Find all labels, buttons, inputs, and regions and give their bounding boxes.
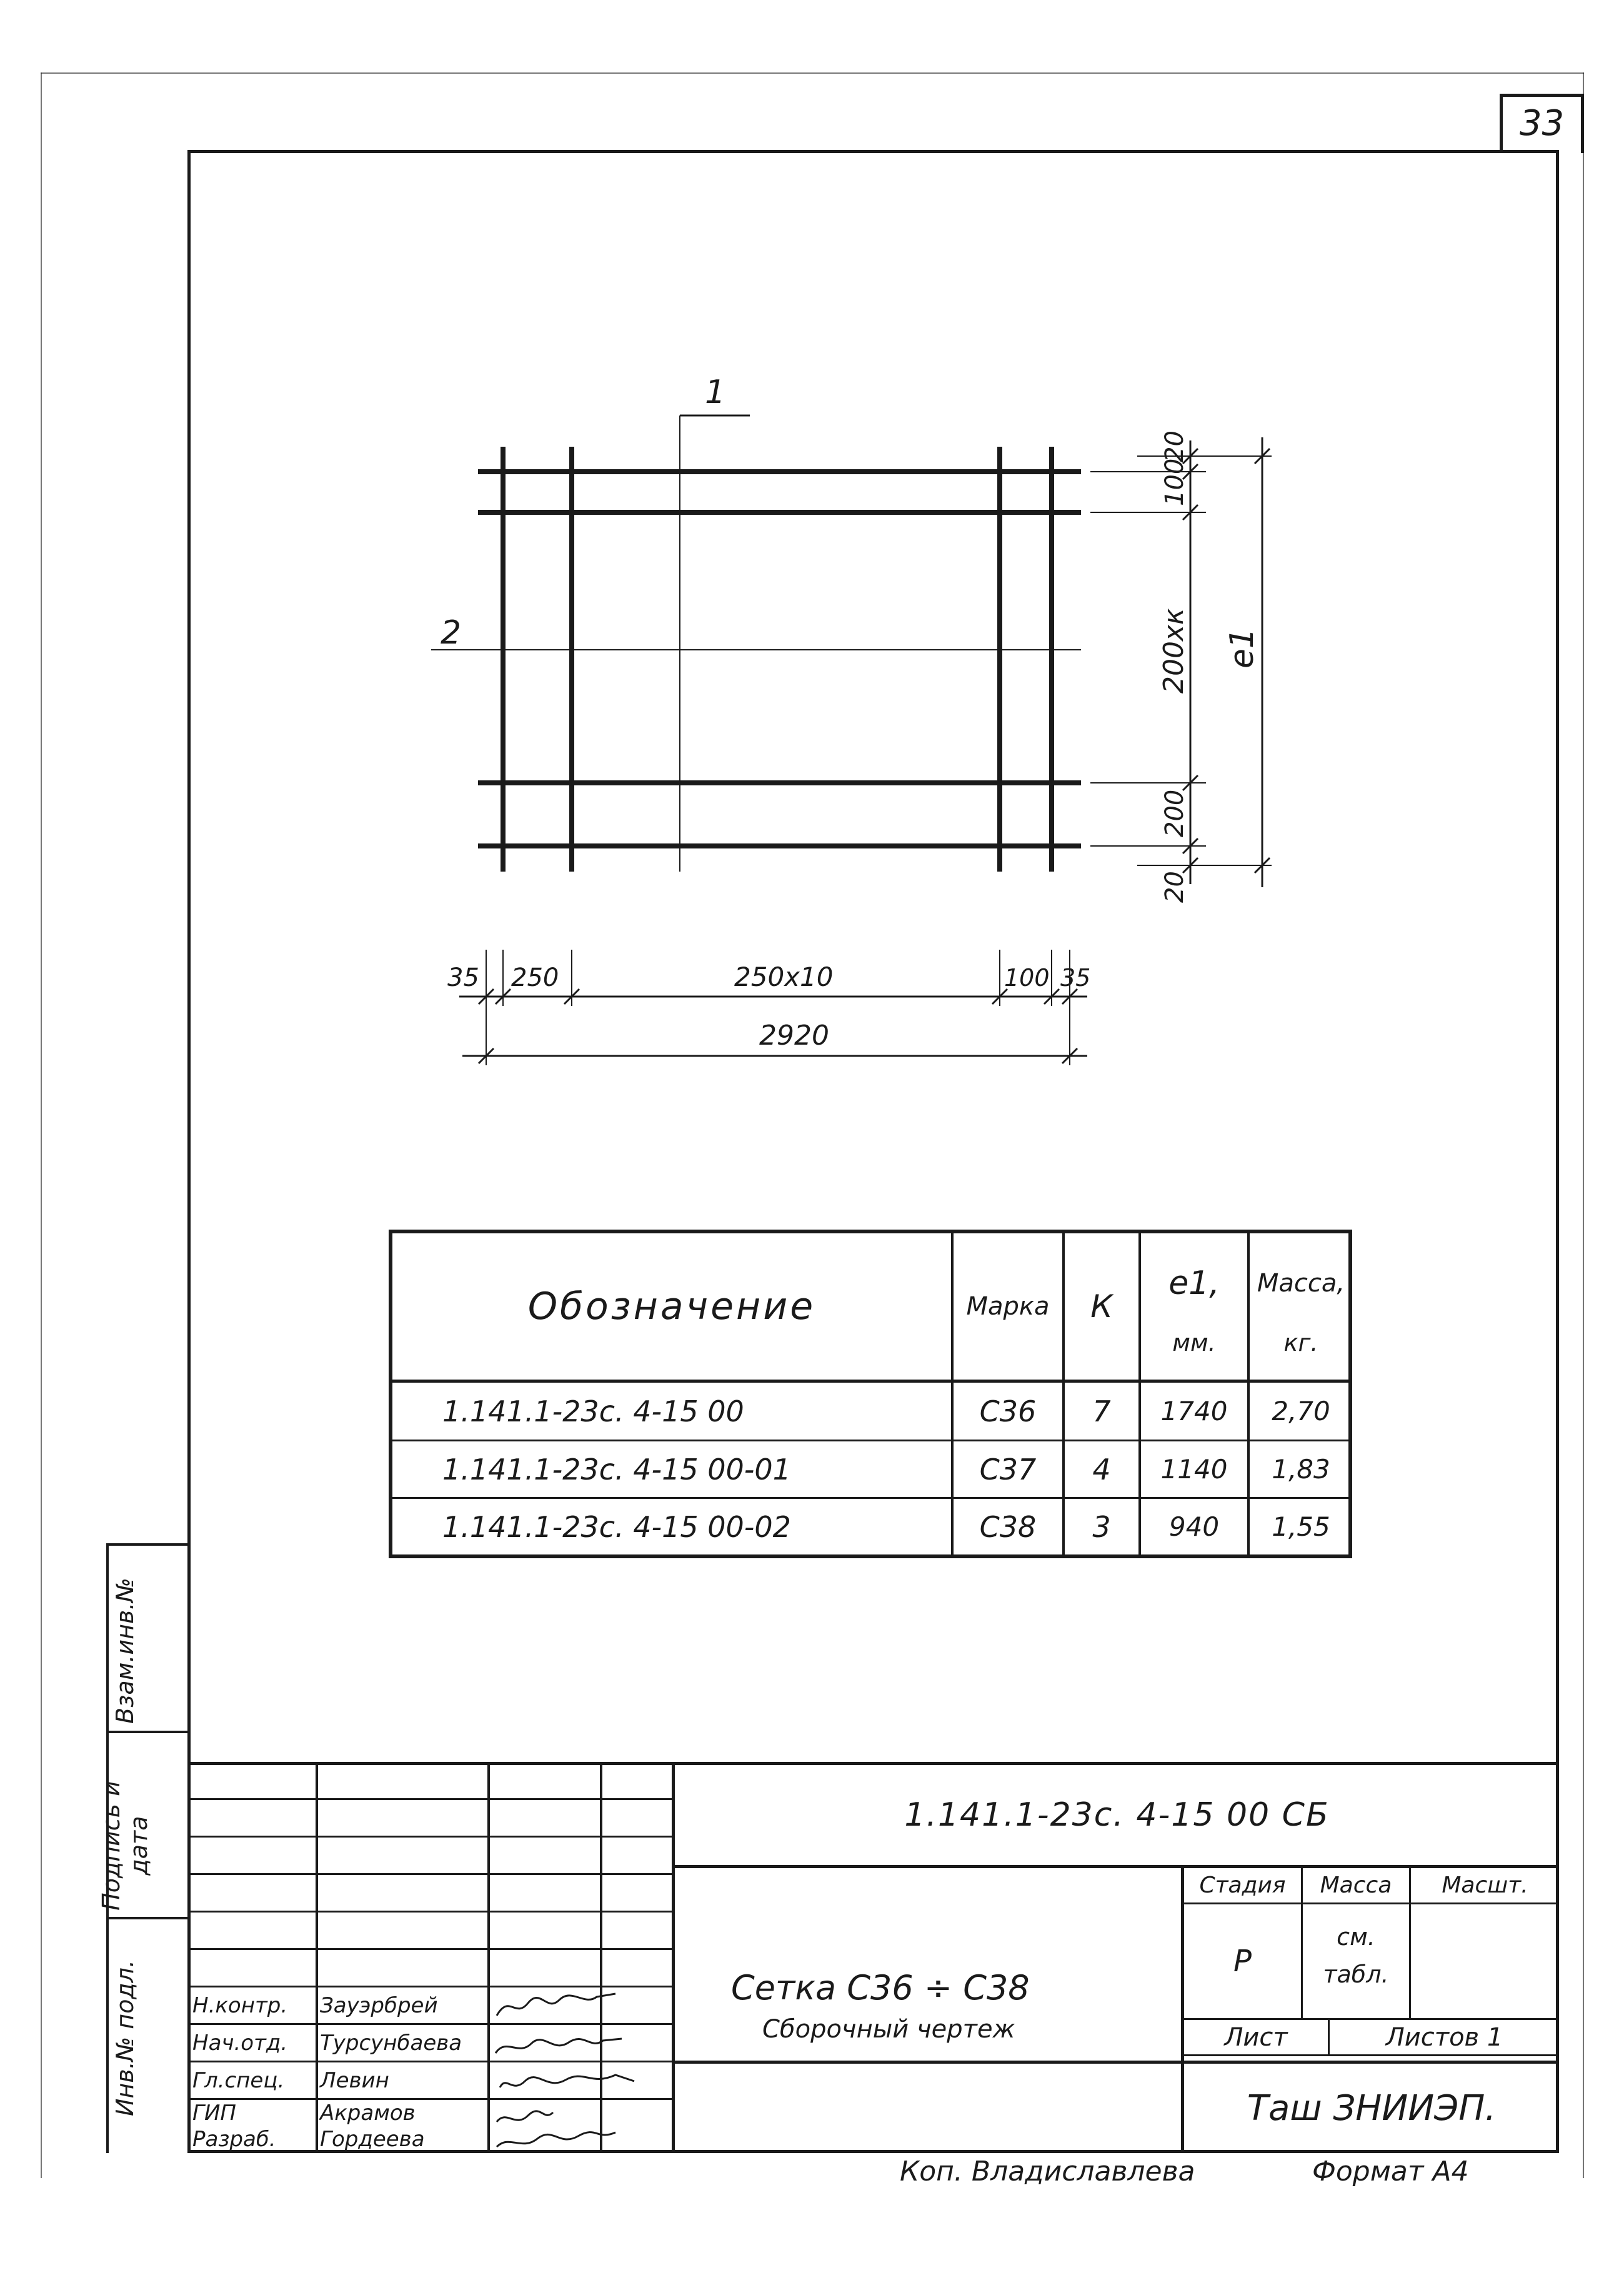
callout-2: 2 (441, 614, 461, 652)
frame-left (187, 150, 191, 2153)
dim-h-35-right: 35 (1060, 964, 1090, 992)
table-row-2-k: 4 (1092, 1452, 1111, 1486)
mass-value-2: табл. (1323, 1961, 1389, 1988)
header-mass-unit: кг. (1283, 1329, 1318, 1356)
side-vzam-inv: Взам.инв.№ (111, 1578, 139, 1724)
dim-h-35-left: 35 (447, 963, 479, 992)
sheet-number: 33 (1519, 103, 1565, 144)
title-block: 1.141.1-23с. 4-15 00 СБ Сетка С36 ÷ С38 … (187, 1762, 1559, 2153)
mesh-drawing: 1 2 20 100 200хк 200 20 e1 35 250 250х10… (431, 374, 1272, 1065)
callout-1: 1 (705, 374, 725, 411)
dim-e1: e1 (1223, 628, 1261, 669)
dim-v-200k: 200хк (1158, 608, 1190, 694)
side-inv-no-orig: Инв.№ подл. (111, 1959, 139, 2117)
role-razrab: Разраб. (192, 2127, 276, 2152)
signatures (494, 1992, 635, 2148)
header-mark: Марка (966, 1292, 1050, 1321)
header-e1-unit: мм. (1172, 1329, 1216, 1356)
signature-3 (499, 2074, 635, 2088)
table-row-1-k: 7 (1092, 1394, 1111, 1428)
stage-label: Стадия (1199, 1873, 1286, 1898)
signature-5 (496, 2131, 616, 2148)
table-row-2-mass: 1,83 (1272, 1454, 1330, 1485)
role-gip: ГИП (192, 2101, 236, 2126)
header-k: К (1090, 1288, 1113, 1325)
name-razrab: Гордеева (320, 2127, 425, 2152)
dim-v-20-top: 20 (1160, 430, 1189, 462)
drawing-subtitle: Сборочный чертеж (762, 2015, 1015, 2044)
organization: Таш ЗНИИЭП. (1247, 2088, 1497, 2129)
sheet-edge-left (41, 72, 42, 2178)
dim-v-200: 200 (1160, 790, 1189, 837)
table-row-1-designation: 1.141.1-23с. 4-15 00 (442, 1394, 744, 1428)
table-row-1-mass: 2,70 (1272, 1396, 1330, 1426)
sheet-edge-top (41, 72, 1584, 74)
table-row-3-designation: 1.141.1-23с. 4-15 00-02 (442, 1510, 791, 1544)
signature-4 (496, 2110, 554, 2122)
table-row-3-mass: 1,55 (1272, 1511, 1330, 1542)
role-gl-spec: Гл.спец. (192, 2067, 285, 2093)
table-row-3-mark: С38 (979, 1510, 1037, 1544)
frame-top (187, 150, 1559, 153)
role-nach-otd: Нач.отд. (192, 2030, 288, 2056)
name-nach-otd: Турсунбаева (320, 2030, 462, 2056)
sheet-number-box: 33 (1500, 94, 1584, 153)
spec-table: Обозначение Марка К e1, мм. Масса, кг. 1… (389, 1230, 1352, 1558)
header-mass: Масса, (1257, 1269, 1345, 1298)
scale-label: Масшт. (1442, 1873, 1528, 1898)
table-row-2-mark: С37 (979, 1452, 1037, 1486)
header-designation: Обозначение (527, 1285, 816, 1328)
dim-v-100: 100 (1160, 459, 1189, 506)
sheet-label: Лист (1224, 2022, 1288, 2052)
name-gl-spec: Левин (320, 2067, 389, 2093)
mass-label: Масса (1320, 1873, 1392, 1898)
table-row-1-mark: С36 (979, 1394, 1037, 1428)
stage-value: Р (1233, 1944, 1252, 1979)
name-gip: Акрамов (320, 2101, 416, 2126)
table-row-2-e1: 1140 (1160, 1454, 1228, 1485)
frame-right (1556, 150, 1559, 2153)
drawing-title: Сетка С36 ÷ С38 (731, 1968, 1030, 2007)
signature-1 (496, 1992, 616, 2016)
table-row-3-e1: 940 (1168, 1511, 1220, 1542)
side-stamp: Взам.инв.№ Подпись и дата Инв.№ подл. (97, 1543, 191, 2153)
table-row-1-e1: 1740 (1160, 1396, 1228, 1426)
doc-code: 1.141.1-23с. 4-15 00 СБ (904, 1796, 1330, 1834)
dim-h-250: 250 (511, 963, 559, 992)
footer-format: Формат А4 (1312, 2156, 1469, 2187)
dim-v-20-bottom: 20 (1160, 871, 1189, 903)
header-e1: e1, (1168, 1265, 1220, 1302)
name-n-kontr: Зауэрбрей (320, 1992, 438, 2018)
table-row-3-k: 3 (1092, 1510, 1111, 1544)
signature-2 (494, 2037, 622, 2054)
footer-copied: Коп. Владиславлева (900, 2156, 1195, 2187)
table-row-2-designation: 1.141.1-23с. 4-15 00-01 (442, 1452, 791, 1486)
sheets-label: Листов 1 (1385, 2022, 1503, 2052)
dim-total: 2920 (759, 1020, 829, 1052)
side-sign-date: Подпись и дата (97, 1781, 152, 1911)
dim-h-100: 100 (1004, 964, 1050, 992)
dim-h-250x10: 250х10 (734, 962, 833, 992)
frame-bottom (187, 2150, 1559, 2153)
role-n-kontr: Н.контр. (192, 1992, 288, 2018)
sheet-edge-right (1583, 72, 1584, 2178)
mass-value-1: см. (1337, 1923, 1375, 1951)
